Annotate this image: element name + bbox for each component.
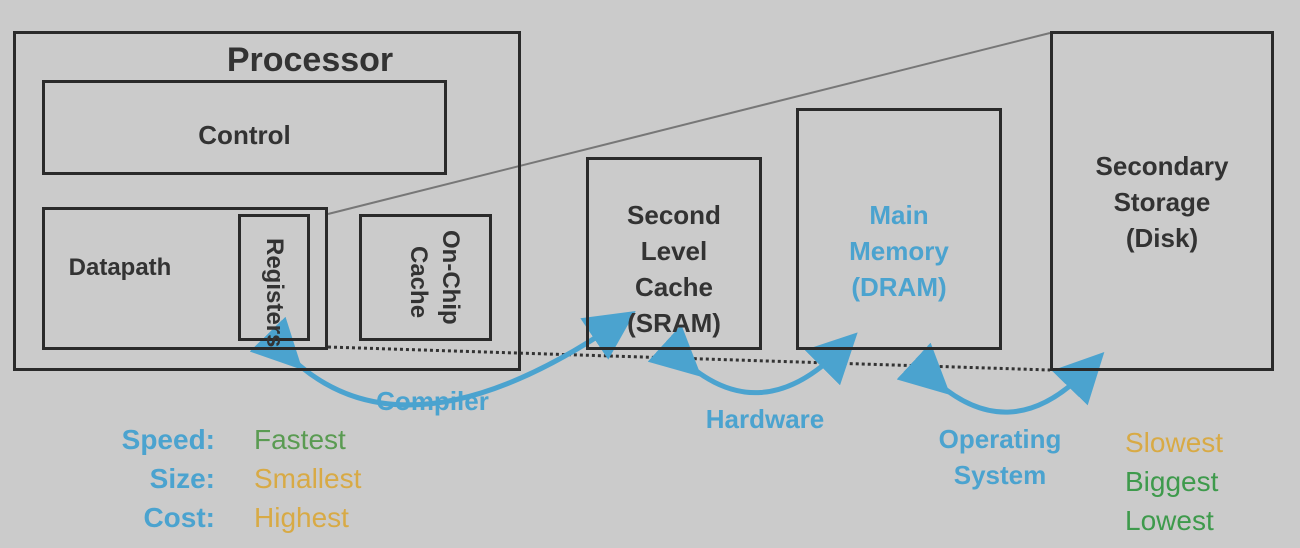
legend-cost-value: Highest xyxy=(254,502,349,533)
control-label: Control xyxy=(198,120,291,150)
datapath-label: Datapath xyxy=(68,254,172,281)
onchip-cache-box xyxy=(359,214,492,341)
datapath-box xyxy=(42,207,328,350)
compiler-label: Compiler xyxy=(376,386,489,416)
legend-biggest: Biggest xyxy=(1125,466,1219,497)
perspective-line-top xyxy=(327,32,1051,215)
processor-title: Processor xyxy=(226,41,394,79)
registers-label: Registers xyxy=(261,238,288,348)
main-line-2: Memory xyxy=(849,236,949,266)
os-arrow xyxy=(896,342,1105,415)
legend-size-value: Smallest xyxy=(254,463,362,494)
processor-box xyxy=(13,31,521,371)
l2-line-2: Level xyxy=(640,236,708,266)
control-box xyxy=(42,80,447,175)
l2-cache-box xyxy=(586,157,762,350)
main-line-3: (DRAM) xyxy=(851,272,947,302)
hardware-arrow xyxy=(647,324,858,396)
secondary-line-1: Secondary xyxy=(1095,151,1229,181)
main-memory-box xyxy=(796,108,1002,350)
registers-box xyxy=(238,214,310,341)
secondary-line-3: (Disk) xyxy=(1125,223,1199,253)
legend-speed-value: Fastest xyxy=(254,424,346,455)
l2-line-4: (SRAM) xyxy=(627,308,721,338)
onchip-label-2: Cache xyxy=(405,245,432,319)
l2-line-3: Cache xyxy=(634,272,714,302)
legend-speed-label: Speed: xyxy=(121,424,215,455)
legend-cost-label: Cost: xyxy=(143,502,215,533)
os-label-2: System xyxy=(953,460,1047,490)
legend-slowest: Slowest xyxy=(1125,427,1224,458)
onchip-label-1: On-Chip xyxy=(437,229,464,325)
hardware-label: Hardware xyxy=(705,404,825,434)
main-line-1: Main xyxy=(869,200,929,230)
secondary-storage-box xyxy=(1050,31,1274,371)
compiler-arrow xyxy=(249,311,636,408)
secondary-line-2: Storage xyxy=(1113,187,1211,217)
l2-line-1: Second xyxy=(627,200,721,230)
legend-size-label: Size: xyxy=(149,463,215,494)
os-label-1: Operating xyxy=(938,424,1062,454)
legend-lowest: Lowest xyxy=(1125,505,1214,536)
